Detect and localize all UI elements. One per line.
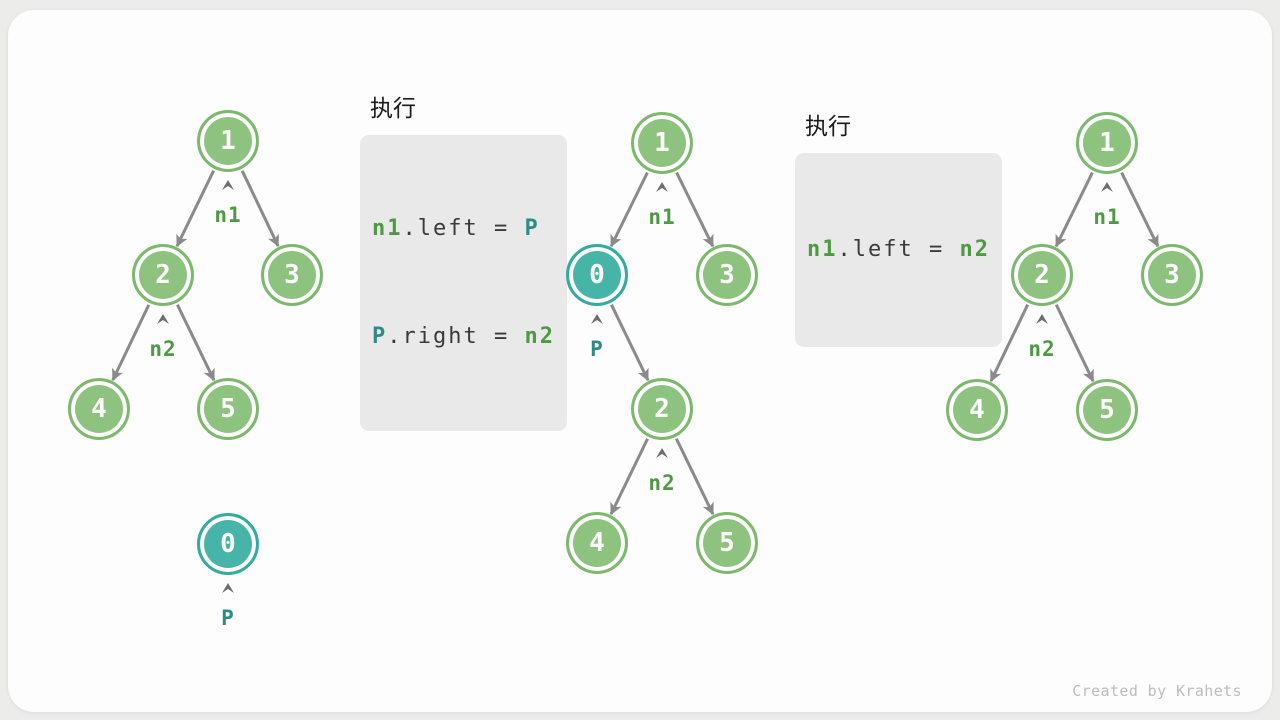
t2-pointer-p: P — [567, 314, 627, 360]
code-line: n1.left = n2 — [807, 232, 990, 268]
t2-pointer-n1: n1 — [632, 182, 692, 228]
node-value: 0 — [589, 260, 605, 290]
t3-pointer-n1: n1 — [1077, 182, 1137, 228]
node-value: 2 — [155, 260, 171, 290]
code-token: n2 — [959, 237, 990, 262]
t1-node-0-p: 0 — [197, 513, 259, 575]
node-value: 4 — [969, 395, 985, 425]
t1-node-4: 4 — [68, 378, 130, 440]
t2-node-1: 1 — [631, 112, 693, 174]
node-value: 5 — [1099, 395, 1115, 425]
t3-node-4: 4 — [946, 379, 1008, 441]
up-caret-icon — [157, 314, 169, 324]
t1-node-1: 1 — [197, 110, 259, 172]
step2-exec-label: 执行 — [805, 114, 851, 140]
up-caret-icon — [1036, 314, 1048, 324]
node-value: 4 — [91, 394, 107, 424]
up-caret-icon — [591, 314, 603, 324]
t2-node-2: 2 — [631, 378, 693, 440]
step1-code-box: n1.left = P P.right = n2 — [360, 135, 567, 431]
t2-node-5: 5 — [696, 512, 758, 574]
code-token: .left = — [837, 237, 960, 262]
code-token: P — [372, 324, 388, 349]
t3-node-2: 2 — [1011, 244, 1073, 306]
t2-node-3: 3 — [696, 244, 758, 306]
pointer-label: n2 — [1028, 337, 1056, 361]
pointer-label: n2 — [149, 337, 177, 361]
up-caret-icon — [1101, 182, 1113, 192]
code-token: .left = — [402, 216, 525, 241]
node-value: 0 — [220, 529, 236, 559]
watermark-credit: Created by Krahets — [1072, 682, 1242, 700]
node-value: 5 — [220, 394, 236, 424]
t3-node-5: 5 — [1076, 379, 1138, 441]
t3-node-1: 1 — [1076, 112, 1138, 174]
pointer-label: n1 — [1093, 205, 1121, 229]
code-token: P — [524, 216, 540, 241]
pointer-label: n2 — [648, 471, 676, 495]
t1-pointer-n2: n2 — [133, 314, 193, 360]
node-value: 2 — [654, 394, 670, 424]
code-token: n2 — [524, 324, 555, 349]
pointer-label: n1 — [648, 205, 676, 229]
pointer-label: P — [221, 606, 235, 630]
t2-pointer-n2: n2 — [632, 448, 692, 494]
step1-exec-label: 执行 — [370, 96, 416, 122]
pointer-label: n1 — [214, 203, 242, 227]
pointer-label: P — [590, 337, 604, 361]
t1-pointer-p: P — [198, 583, 258, 629]
code-token: .right = — [387, 324, 525, 349]
code-line: P.right = n2 — [372, 319, 555, 355]
step2-code-group: 执行 n1.left = n2 — [795, 114, 1002, 347]
t3-pointer-n2: n2 — [1012, 314, 1072, 360]
step2-code-box: n1.left = n2 — [795, 153, 1002, 347]
t1-pointer-n1: n1 — [198, 180, 258, 226]
step1-code-group: 执行 n1.left = P P.right = n2 — [360, 96, 567, 431]
node-value: 3 — [1164, 260, 1180, 290]
t1-node-3: 3 — [261, 244, 323, 306]
up-caret-icon — [222, 180, 234, 190]
up-caret-icon — [222, 583, 234, 593]
t1-node-5: 5 — [197, 378, 259, 440]
node-value: 2 — [1034, 260, 1050, 290]
code-token: n1 — [807, 237, 838, 262]
t2-node-0-p: 0 — [566, 244, 628, 306]
up-caret-icon — [656, 182, 668, 192]
code-token: n1 — [372, 216, 403, 241]
t1-node-2: 2 — [132, 244, 194, 306]
up-caret-icon — [656, 448, 668, 458]
node-value: 1 — [220, 126, 236, 156]
node-value: 1 — [654, 128, 670, 158]
t3-node-3: 3 — [1141, 244, 1203, 306]
t2-node-4: 4 — [566, 512, 628, 574]
node-value: 1 — [1099, 128, 1115, 158]
node-value: 4 — [589, 528, 605, 558]
node-value: 3 — [284, 260, 300, 290]
code-line: n1.left = P — [372, 211, 555, 247]
node-value: 5 — [719, 528, 735, 558]
node-value: 3 — [719, 260, 735, 290]
